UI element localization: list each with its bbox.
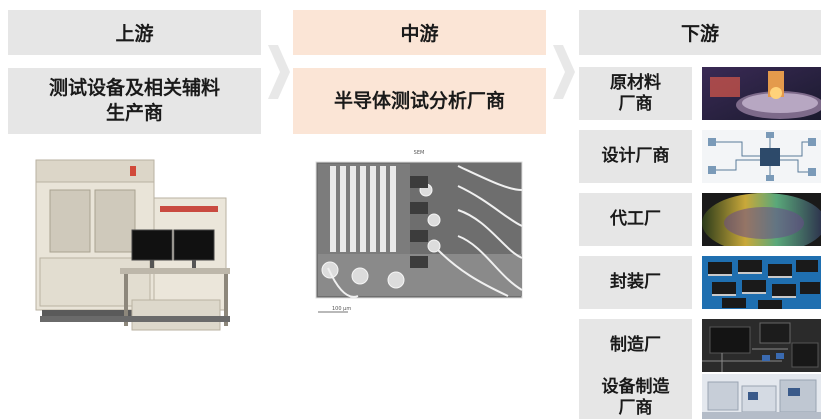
downstream-item-label: 封装厂 (610, 272, 661, 292)
downstream-item-label: 设备制造 (601, 376, 670, 397)
circuit-board-image (702, 319, 821, 372)
wafer-image (702, 193, 821, 246)
circuit-design-image (702, 130, 821, 183)
downstream-item-label: 厂商 (618, 397, 653, 418)
downstream-item-label: 原材料 (610, 72, 661, 93)
downstream-item-label: 代工厂 (610, 209, 661, 229)
chevron-right-icon (553, 45, 575, 99)
downstream-item-label: 厂商 (618, 93, 653, 114)
downstream-item-packaging: 封装厂 (579, 256, 692, 309)
upstream-subtitle-line2: 生产商 (105, 102, 163, 124)
downstream-item-label: 设计厂商 (601, 146, 670, 166)
downstream-header-label: 下游 (680, 23, 719, 45)
upstream-header-label: 上游 (115, 23, 154, 45)
equipment-factory-image (702, 374, 821, 419)
midstream-header-label: 中游 (400, 23, 439, 45)
downstream-header: 下游 (579, 10, 821, 55)
sem-label: SEM (413, 150, 425, 156)
wafer-processing-image (702, 67, 821, 120)
downstream-item-manufacturing: 制造厂 (579, 319, 692, 372)
downstream-item-label: 制造厂 (610, 335, 661, 355)
packaged-chips-image (702, 256, 821, 309)
upstream-subtitle-box: 测试设备及相关辅料 生产商 (8, 68, 261, 134)
downstream-item-design: 设计厂商 (579, 130, 692, 183)
midstream-header: 中游 (293, 10, 546, 55)
upstream-header: 上游 (8, 10, 261, 55)
downstream-item-foundry: 代工厂 (579, 193, 692, 246)
sem-micrograph: SEM (308, 150, 530, 318)
midstream-subtitle: 半导体测试分析厂商 (333, 89, 505, 112)
chevron-right-icon (268, 45, 290, 99)
downstream-item-equipment-maker: 设备制造 厂商 (579, 372, 692, 419)
downstream-item-raw-material: 原材料 厂商 (579, 67, 692, 120)
sem-scale-label: 100 μm (332, 306, 352, 312)
midstream-subtitle-box: 半导体测试分析厂商 (293, 68, 546, 134)
upstream-subtitle-line1: 测试设备及相关辅料 (48, 77, 220, 99)
test-equipment-image (20, 150, 245, 345)
